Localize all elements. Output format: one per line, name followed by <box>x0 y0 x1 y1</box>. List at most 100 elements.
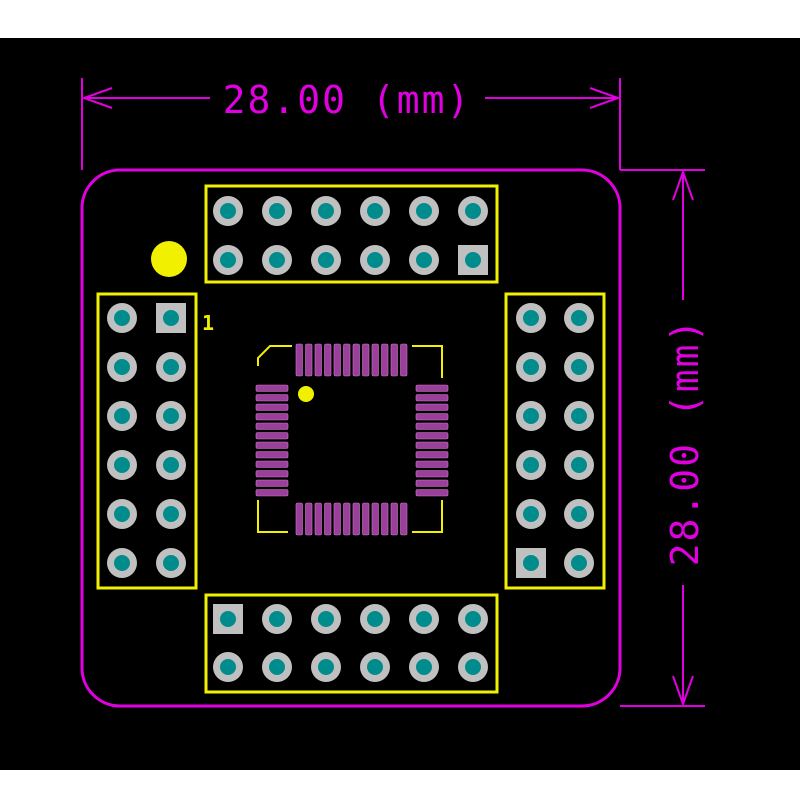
qfp-pad-right <box>415 479 449 487</box>
right-header-silkscreen <box>504 292 606 590</box>
qfp-pad-right <box>415 489 449 497</box>
qfp-pad-left <box>255 479 289 487</box>
right-header-pad <box>564 401 594 431</box>
top-header-pad <box>311 196 341 226</box>
width-dimension-arrow-right <box>589 87 621 109</box>
qfp-pad-bottom <box>295 502 303 536</box>
qfp-pad-left <box>255 394 289 402</box>
qfp-pad-left <box>255 432 289 440</box>
right-header-pad <box>564 548 594 578</box>
qfp-pad-bottom <box>343 502 351 536</box>
qfp-pad-top <box>390 343 398 377</box>
height-dimension-arrow-bottom <box>672 675 694 707</box>
right-header-pad-drill-hole <box>571 555 587 571</box>
bottom-header-pad-drill-hole <box>220 659 236 675</box>
top-header-pad <box>458 196 488 226</box>
left-header-pad-drill-hole <box>114 506 130 522</box>
bottom-header-pad <box>262 604 292 634</box>
bottom-header-pad-drill-hole <box>318 659 334 675</box>
left-header-pad <box>156 499 186 529</box>
top-header-pad <box>409 196 439 226</box>
top-header-pad-drill-hole <box>269 252 285 268</box>
bottom-header-pad-drill-hole <box>220 611 236 627</box>
qfp-pad-bottom <box>371 502 379 536</box>
right-header-pad <box>564 499 594 529</box>
left-header-pad <box>156 450 186 480</box>
top-header-pad <box>311 245 341 275</box>
qfp-pad-bottom <box>400 502 408 536</box>
fiducial-dot <box>151 241 187 277</box>
left-header-pad <box>156 303 186 333</box>
right-header-pad-drill-hole <box>523 506 539 522</box>
qfp-pad-bottom <box>314 502 322 536</box>
qfp-pad-top <box>371 343 379 377</box>
qfp-pad-left <box>255 422 289 430</box>
right-header-pad <box>564 352 594 382</box>
qfp-pad-bottom <box>324 502 332 536</box>
qfp-pad-left <box>255 460 289 468</box>
top-header-pad <box>458 245 488 275</box>
qfp-pad-right <box>415 384 449 392</box>
left-header-pad-drill-hole <box>163 457 179 473</box>
qfp-pad-right <box>415 413 449 421</box>
top-header-pad-drill-hole <box>318 203 334 219</box>
qfp-smd-pads <box>255 343 449 536</box>
width-dimension-arrow-left <box>81 87 113 109</box>
qfp-pad-bottom <box>390 502 398 536</box>
right-header-pad <box>516 450 546 480</box>
right-header-pad <box>564 303 594 333</box>
right-header-pad <box>516 499 546 529</box>
right-header-pad-drill-hole <box>523 359 539 375</box>
bottom-header-pad <box>213 604 243 634</box>
left-header-pad-drill-hole <box>114 359 130 375</box>
left-header-pad-drill-hole <box>114 408 130 424</box>
top-header-pad-drill-hole <box>318 252 334 268</box>
left-header-pad-drill-hole <box>163 310 179 326</box>
right-header-pad-drill-hole <box>523 310 539 326</box>
qfp-pad-bottom <box>305 502 313 536</box>
bottom-header-pad-drill-hole <box>465 659 481 675</box>
qfp-pad-top <box>295 343 303 377</box>
qfp-pad-right <box>415 441 449 449</box>
top-header-pad-drill-hole <box>416 203 432 219</box>
qfp-pad-top <box>400 343 408 377</box>
bottom-header-pad <box>311 652 341 682</box>
board-outline <box>80 168 622 708</box>
right-header-pad-drill-hole <box>571 359 587 375</box>
top-header-pad <box>262 196 292 226</box>
bottom-header-pad <box>213 652 243 682</box>
bottom-header-pad-drill-hole <box>416 659 432 675</box>
left-header-pad-drill-hole <box>163 506 179 522</box>
bottom-header-silkscreen <box>204 593 499 694</box>
qfp-pad-bottom <box>352 502 360 536</box>
qfp-pad-top <box>352 343 360 377</box>
top-header-pad-drill-hole <box>465 203 481 219</box>
left-header-pad <box>156 401 186 431</box>
left-header-pad-drill-hole <box>163 359 179 375</box>
qfp-pad-right <box>415 470 449 478</box>
top-header-pad <box>409 245 439 275</box>
qfp-pad-right <box>415 394 449 402</box>
top-header-pad <box>360 245 390 275</box>
bottom-header-pad <box>458 604 488 634</box>
bottom-header-pad <box>409 604 439 634</box>
bottom-header-pad <box>262 652 292 682</box>
qfp-pad-left <box>255 413 289 421</box>
top-header-pad-drill-hole <box>269 203 285 219</box>
left-header-pad <box>156 548 186 578</box>
top-header-pad <box>360 196 390 226</box>
left-header-pad <box>107 401 137 431</box>
width-dimension-label: 28.00 (mm) <box>223 78 472 122</box>
qfp-pad-top <box>362 343 370 377</box>
bottom-header-pad <box>458 652 488 682</box>
top-header-pad-drill-hole <box>367 252 383 268</box>
height-dimension-arrow-top <box>672 169 694 201</box>
qfp-pad-top <box>333 343 341 377</box>
bottom-header-pad-drill-hole <box>269 659 285 675</box>
qfp-pad-left <box>255 384 289 392</box>
bottom-header-pad-drill-hole <box>318 611 334 627</box>
qfp-pad-top <box>381 343 389 377</box>
left-header-pad-drill-hole <box>114 555 130 571</box>
top-header-pad-drill-hole <box>367 203 383 219</box>
qfp-pin1-marker <box>298 386 314 402</box>
